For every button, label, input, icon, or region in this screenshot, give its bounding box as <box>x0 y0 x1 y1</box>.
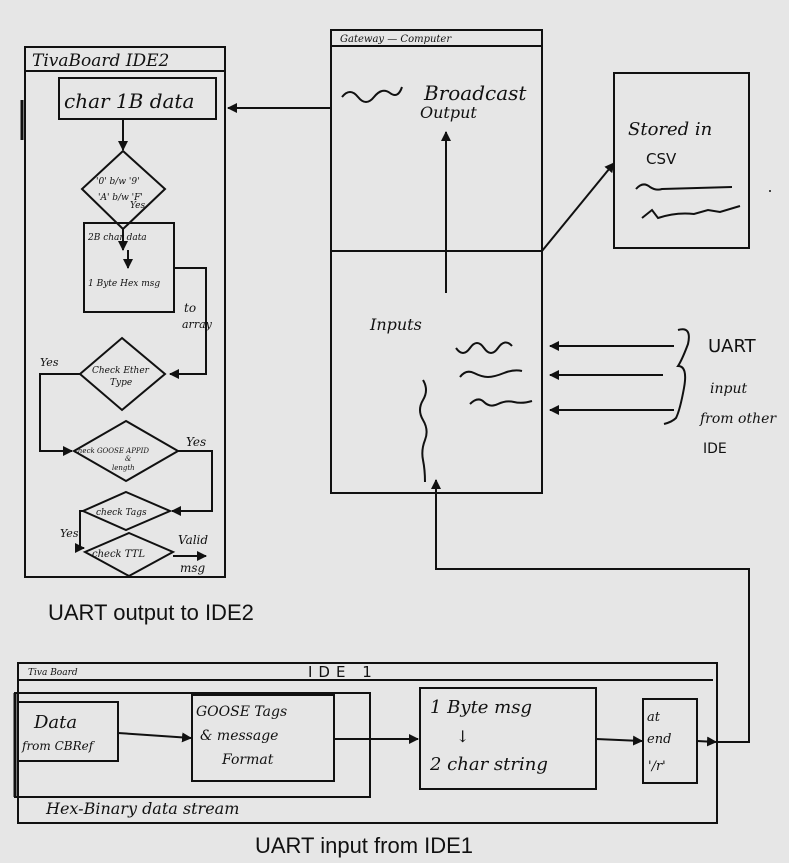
output-label: Output <box>420 103 477 122</box>
decision-range-line2: 'A' b/w 'F' <box>98 193 143 203</box>
input-squiggle-3 <box>469 398 533 407</box>
decision-tags <box>80 490 173 532</box>
uart-brace <box>663 328 690 425</box>
ether-line2: Type <box>110 378 132 388</box>
yes-label-goose: Yes <box>186 435 206 449</box>
stream-label: Hex-Binary data stream <box>45 799 239 818</box>
csv-storage-box <box>613 72 750 249</box>
csv-line-1 <box>635 183 733 191</box>
ide1-board-label: Tiva Board <box>28 668 78 678</box>
data-box-line1: Data <box>33 712 77 733</box>
byte-box-line1: 1 Byte msg <box>430 697 532 718</box>
byte-to-string-box <box>419 687 597 790</box>
uart-other-line3: from other <box>699 411 777 427</box>
valid-label: Valid <box>178 533 208 547</box>
inputs-label: Inputs <box>369 315 422 334</box>
arrow-data-to-goose <box>117 732 192 743</box>
arrow-end-out <box>696 736 717 747</box>
goose-check-line2: & <box>125 455 131 463</box>
end-box-line2: end <box>647 732 671 747</box>
decision-hex-range <box>80 149 167 231</box>
decision-range-line1: '0' b/w '9' <box>96 177 140 187</box>
byte-box-arrow: ↓ <box>456 727 469 746</box>
yes-label-tags: Yes <box>60 527 79 540</box>
decision-ether-type <box>78 336 167 412</box>
to-array-line1: to <box>184 301 196 315</box>
caption-uart-input: UART input from IDE1 <box>255 833 473 858</box>
msg-label: msg <box>180 561 206 575</box>
to-array-line2: array <box>182 318 213 331</box>
arrow-byte-to-end <box>595 735 643 746</box>
tags-check-label: check Tags <box>96 508 147 518</box>
data-from-cbref-box <box>17 701 119 762</box>
arrow-to-csv <box>541 162 615 252</box>
ide2-panel-frame <box>24 46 226 578</box>
caption-uart-output: UART output to IDE2 <box>48 600 254 625</box>
end-box-line1: at <box>647 710 661 725</box>
uart-other-line1: UART <box>708 336 757 357</box>
goose-box-line1: GOOSE Tags <box>196 704 287 720</box>
yes-label-range: Yes <box>130 201 145 211</box>
arrow-ether-yes <box>39 373 80 456</box>
uart-other-line2: input <box>710 381 747 397</box>
ide2-panel <box>20 46 226 578</box>
end-box-line3: '/r' <box>648 759 666 774</box>
csv-line-2 <box>641 205 741 220</box>
convert-line2: 1 Byte Hex msg <box>88 279 160 289</box>
input-squiggle-2 <box>459 369 523 379</box>
ether-line1: Check Ether <box>92 366 150 376</box>
arrow-ide1-to-gateway <box>431 479 750 743</box>
uart-other-line4: IDE <box>703 441 727 457</box>
arrow-goose-yes <box>171 450 213 516</box>
csv-frame <box>613 72 750 249</box>
broadcast-squiggle <box>341 86 403 103</box>
ide1-title: IDE 1 <box>308 663 378 681</box>
data-box-line2: from CBRef <box>21 739 96 753</box>
input-vertical-squiggle <box>419 379 428 483</box>
arrow-to-array <box>169 267 207 379</box>
input-squiggle-1 <box>455 341 513 354</box>
ide2-title: TivaBoard IDE2 <box>32 51 169 71</box>
goose-box-line3: Format <box>221 752 274 768</box>
byte-box-line2: 2 char string <box>429 754 548 775</box>
ide1-panel <box>13 662 718 824</box>
char-data-box <box>58 77 217 120</box>
goose-check-line3: length <box>112 464 135 472</box>
stray-dot <box>769 190 771 192</box>
decision-ttl <box>82 531 176 578</box>
arrow-tags-yes <box>75 510 85 553</box>
csv-label-line1: Stored in <box>628 119 712 140</box>
goose-check-line1: check GOOSE APPID <box>74 447 149 455</box>
gateway-title: Gateway — Computer <box>340 34 452 45</box>
csv-label-line2: CSV <box>646 150 677 168</box>
ttl-check-label: check TTL <box>92 549 145 560</box>
broadcast-label: Broadcast <box>423 81 527 105</box>
convert-line1: 2B char data <box>87 233 147 243</box>
decision-goose-appid <box>71 419 181 483</box>
goose-box-line2: & message <box>200 728 278 744</box>
yes-label-ether: Yes <box>40 356 59 369</box>
char-data-label: char 1B data <box>64 89 194 113</box>
